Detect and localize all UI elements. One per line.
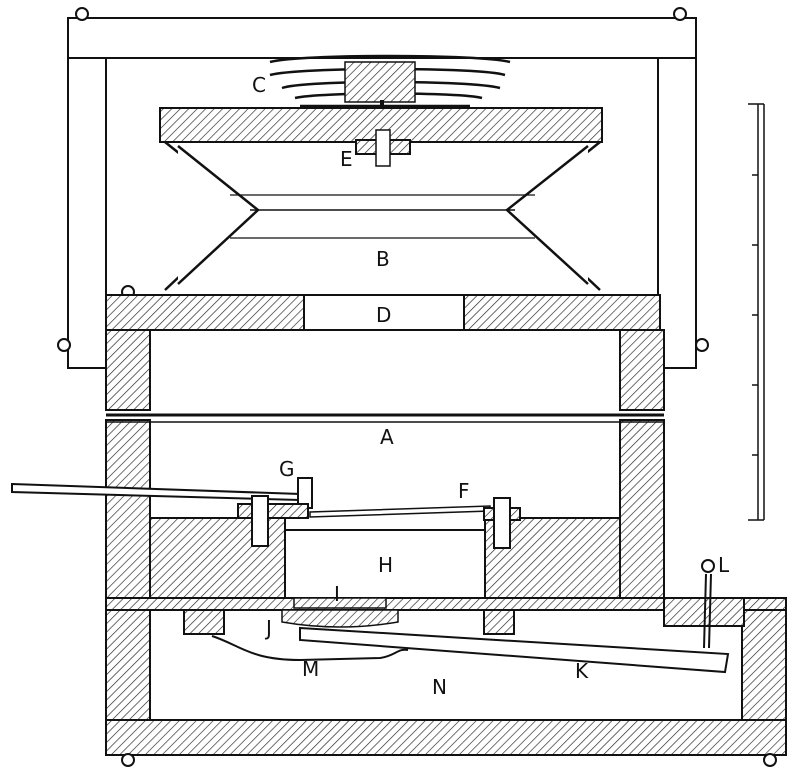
label-h: H [378,553,393,577]
bolt-e [375,129,391,167]
chamber-a [105,329,665,599]
bellows-b [164,141,601,291]
arm-f [309,505,491,518]
label-e: E [340,147,353,171]
diagram-labels: C E B D A G F H I J M N K L [252,73,730,699]
rod-l [701,559,715,649]
feet [121,753,777,767]
label-c: C [252,73,266,97]
label-f: F [458,479,470,503]
plate-d [105,294,661,331]
lever-g [11,477,313,547]
top-frame [67,17,697,369]
label-l: L [718,553,730,577]
label-i: I [334,582,340,606]
label-m: M [302,657,319,681]
label-g: G [279,457,295,481]
plate-i [293,597,387,609]
screw-f [483,497,521,549]
label-b: B [376,247,390,271]
cup-j [281,609,399,628]
label-a: A [380,425,394,449]
base-blocks [149,517,621,599]
side-scale [748,103,765,521]
label-k: K [575,659,589,683]
spring-hub [344,61,416,103]
label-n: N [432,675,447,699]
wire-m [211,635,409,662]
label-j: J [264,616,272,640]
label-d: D [376,303,391,327]
lever-k [299,626,730,674]
